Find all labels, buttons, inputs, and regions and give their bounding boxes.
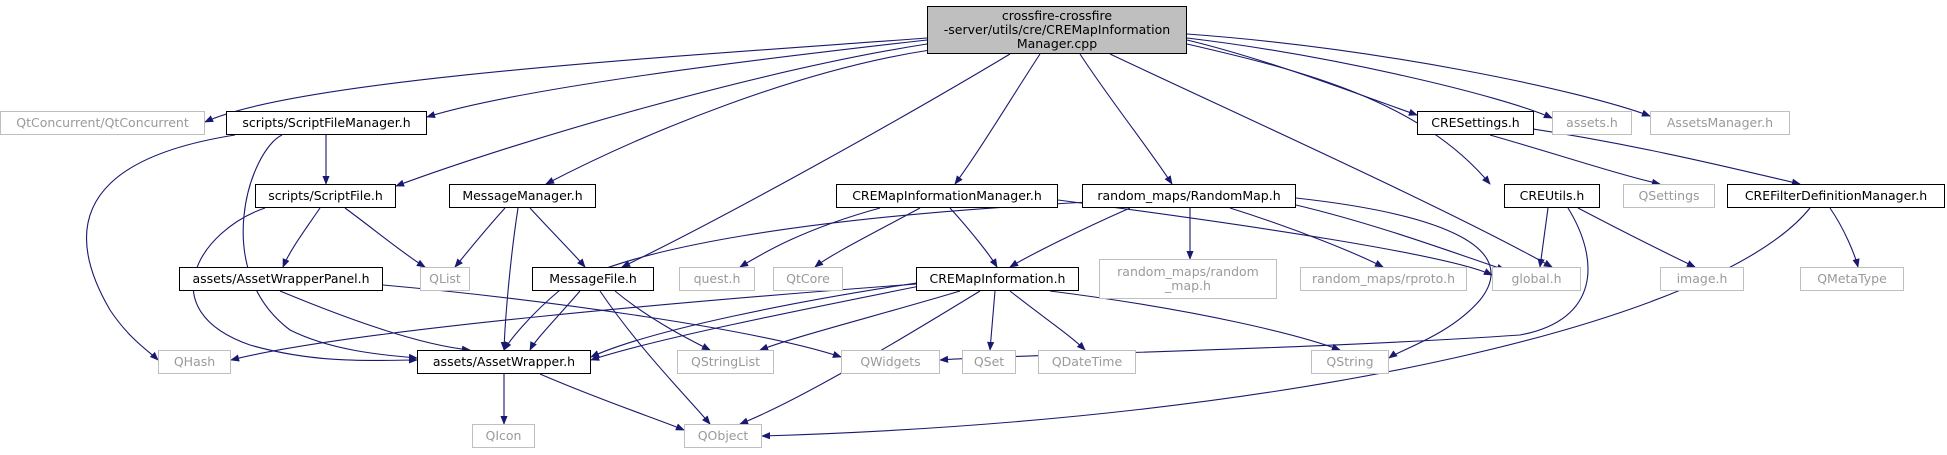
- e-cresettings-crefilter: [1519, 126, 1801, 186]
- node-messagefile[interactable]: MessageFile.h: [532, 267, 654, 291]
- e-awp-assetwrapper: [279, 290, 471, 353]
- e-sf-qlist: [344, 207, 426, 268]
- e-mf-assetwrapper: [529, 290, 581, 351]
- e-rm-qstring: [1295, 197, 1492, 359]
- node-qstringlist: QStringList: [677, 350, 774, 374]
- node-qsettings: QSettings: [1623, 184, 1715, 208]
- node-quest: quest.h: [679, 267, 755, 291]
- e-crefilter-qobject: [761, 207, 1811, 440]
- node-cremapinformationmanager-h[interactable]: CREMapInformationManager.h: [836, 184, 1058, 208]
- node-qset: QSet: [962, 350, 1016, 374]
- node-randommap[interactable]: random_maps/RandomMap.h: [1082, 184, 1296, 208]
- node-assetwrapper[interactable]: assets/AssetWrapper.h: [417, 350, 591, 374]
- e-root-scriptfile: [395, 43, 928, 187]
- node-rproto: random_maps/rproto.h: [1300, 267, 1467, 291]
- node-random-map: random_maps/random _map.h: [1099, 259, 1277, 299]
- e-creutils-image: [1577, 207, 1696, 268]
- node-root-cremapinformationmanager-cpp: crossfire-crossfire -server/utils/cre/CR…: [927, 6, 1187, 54]
- e-creutils-global: [1537, 207, 1549, 268]
- e-root-assets: [1186, 37, 1553, 119]
- e-root-randommap: [1079, 53, 1173, 185]
- node-creutils[interactable]: CREUtils.h: [1504, 184, 1600, 208]
- e-mf-qstringlist: [614, 290, 711, 351]
- node-qtcore: QtCore: [773, 267, 843, 291]
- node-assetsmanager: AssetsManager.h: [1650, 111, 1790, 135]
- node-qhash: QHash: [158, 350, 231, 374]
- e-mm-assetwrapper: [500, 207, 519, 351]
- node-assets-h: assets.h: [1552, 111, 1632, 135]
- node-qwidgets: QWidgets: [841, 350, 940, 374]
- node-qdatetime: QDateTime: [1038, 350, 1136, 374]
- e-root-cremapinfomgr: [954, 53, 1041, 185]
- node-cremapinformation[interactable]: CREMapInformation.h: [916, 267, 1079, 291]
- e-root-scriptfilemanager: [426, 39, 928, 119]
- e-cremim-global: [1057, 199, 1493, 276]
- node-qlist: QList: [420, 267, 470, 291]
- node-qtconcurrent: QtConcurrent/QtConcurrent: [0, 111, 205, 135]
- e-cremim-cremapinfo: [949, 207, 998, 268]
- node-image: image.h: [1660, 267, 1744, 291]
- e-cremapinfo-qstringlist: [759, 290, 961, 351]
- node-scriptfilemanager[interactable]: scripts/ScriptFileManager.h: [226, 111, 427, 135]
- e-sfm-assetwrapper: [242, 134, 418, 361]
- e-cremapinfo-qset: [987, 290, 996, 351]
- e-cremapinfo-qstring: [1049, 290, 1341, 351]
- node-cresettings[interactable]: CRESettings.h: [1417, 111, 1534, 135]
- e-cremapinfo-qdatetime: [1009, 290, 1086, 351]
- e-rm-rproto: [1229, 207, 1384, 268]
- node-messagemanager[interactable]: MessageManager.h: [449, 184, 596, 208]
- node-crefilterdefinitionmanager[interactable]: CREFilterDefinitionManager.h: [1727, 184, 1945, 208]
- e-creutils-qwidgets: [939, 207, 1589, 363]
- e-awp-qwidgets: [382, 284, 842, 358]
- node-qicon: QIcon: [472, 424, 535, 448]
- e-rm-cremapinfo: [1009, 207, 1131, 268]
- e-cremapinfo-assetwrapper2: [590, 285, 921, 361]
- e-sfm-qhash: [86, 134, 236, 361]
- e-cremim-quest: [739, 207, 881, 268]
- e-cremim-qtcore: [814, 207, 921, 268]
- e-sf-assetwrapper: [192, 207, 418, 364]
- node-qobject: QObject: [684, 424, 762, 448]
- e-root-cresettings: [1186, 39, 1418, 116]
- e-cresettings-qsettings: [1489, 134, 1661, 186]
- e-sf-assetwrapperpanel: [282, 207, 321, 268]
- e-root-assetsmanager: [1186, 33, 1651, 117]
- node-global: global.h: [1492, 267, 1581, 291]
- e-root-qtconcurrent: [204, 37, 928, 123]
- e-root-messagefile: [621, 53, 1011, 268]
- e-cremapinfo-qhash: [230, 282, 931, 362]
- node-qmetatype: QMetaType: [1800, 267, 1904, 291]
- e-root-messagemanager: [545, 49, 931, 185]
- e-mm-messagefile: [529, 207, 586, 268]
- e-mm-qlist: [454, 207, 506, 268]
- e-assetwrapper-qobject: [539, 373, 685, 431]
- node-assetwrapperpanel[interactable]: assets/AssetWrapperPanel.h: [179, 267, 383, 291]
- node-scriptfile[interactable]: scripts/ScriptFile.h: [255, 184, 396, 208]
- e-rm-assetwrapper: [503, 199, 1131, 351]
- e-root-global: [1109, 53, 1553, 268]
- e-cremapinfo-assetwrapper: [590, 280, 931, 358]
- e-crefilter-qmetatype: [1829, 207, 1860, 268]
- e-mf-qobject: [599, 290, 711, 425]
- node-qstring: QString: [1311, 350, 1389, 374]
- e-rm-global: [1295, 204, 1506, 271]
